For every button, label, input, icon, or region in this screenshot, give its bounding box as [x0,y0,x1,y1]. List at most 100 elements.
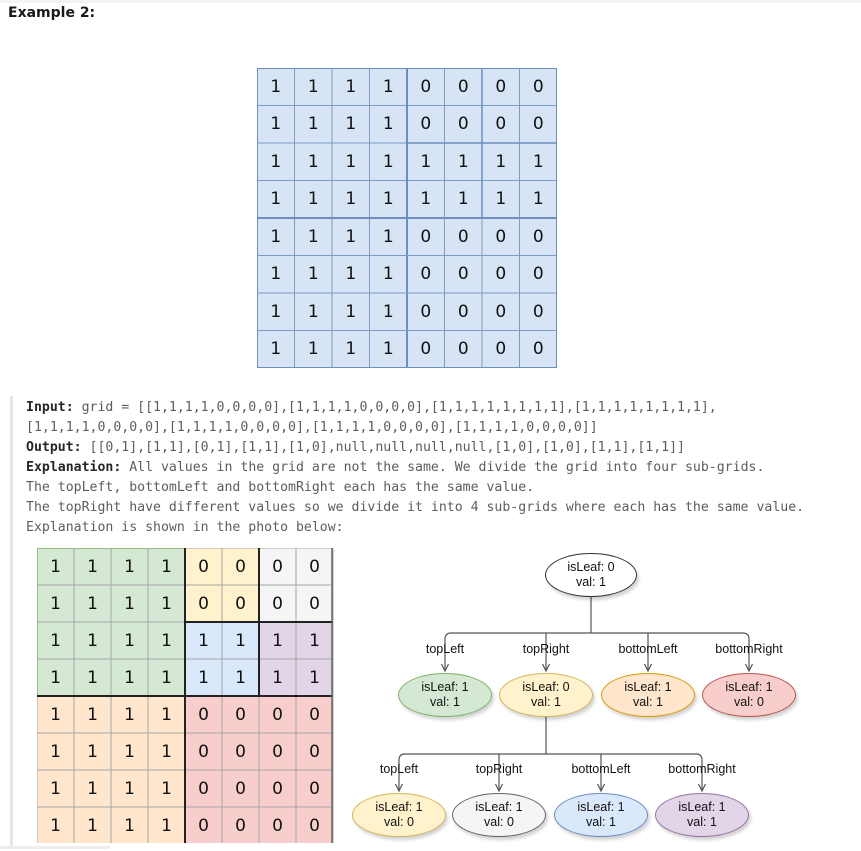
edge-label: bottomRight [668,762,736,776]
grid-cell: 0 [222,733,259,770]
grid-cell: 1 [294,218,332,256]
grid-cell: 1 [37,733,74,770]
grid-cell: 1 [257,293,295,331]
grid-cell: 0 [296,770,333,807]
grid-cell: 0 [444,293,482,331]
node-val-text: val: 1 [687,815,717,829]
grid-cell: 1 [332,105,370,143]
grid-cell: 0 [407,68,445,106]
explanation-line-4: Explanation is shown in the photo below: [26,520,344,535]
grid-cell: 1 [294,255,332,293]
grid-cell: 1 [74,770,111,807]
grid-cell: 0 [222,585,259,622]
explanation-line-3: The topRight have different values so we… [26,500,805,515]
example-heading: Example 2: [8,5,96,21]
node-val-text: val: 1 [531,695,561,709]
grid-cell: 0 [185,696,222,733]
grid-cell: 1 [111,733,148,770]
grid-cell: 1 [148,770,185,807]
grid-cell: 1 [257,68,295,106]
grid-cell: 0 [407,255,445,293]
node-val-text: val: 0 [384,815,414,829]
grid-cell: 0 [482,330,520,368]
grid-cell: 0 [259,733,296,770]
grid-cell: 0 [444,68,482,106]
grid-cell: 1 [257,330,295,368]
grid-cell: 1 [482,180,520,218]
node-isleaf-text: isLeaf: 1 [375,800,423,814]
top-divider [0,0,861,3]
grid-cell: 1 [37,770,74,807]
grid-cell: 0 [259,585,296,622]
grid-cell: 1 [148,807,185,843]
grid-cell: 1 [257,218,295,256]
grid-cell: 1 [369,68,407,106]
node-isleaf-text: isLeaf: 1 [678,800,726,814]
grid-cell: 1 [294,68,332,106]
input-label: Input: [26,400,74,415]
grid-cell: 0 [444,105,482,143]
explanation-line-1: Explanation: All values in the grid are … [26,460,764,475]
grid-cell: 0 [185,585,222,622]
grid-cell: 1 [148,622,185,659]
grid-cell: 0 [296,807,333,843]
node-isleaf-text: isLeaf: 0 [522,680,570,694]
output-label: Output: [26,440,82,455]
grid-cell: 1 [111,807,148,843]
grid-cell: 0 [296,548,333,585]
grid-cell: 0 [185,807,222,843]
node-val-text: val: 0 [484,815,514,829]
grid-cell: 0 [222,548,259,585]
grid-cell: 1 [332,255,370,293]
grid-cell: 1 [222,659,259,696]
grid-cell: 1 [407,180,445,218]
node-val-text: val: 1 [586,815,616,829]
grid-cell: 0 [185,770,222,807]
grid-cell: 1 [257,143,295,181]
grid-cell: 1 [111,585,148,622]
explanation-label: Explanation: [26,460,122,475]
grid-cell: 0 [519,68,557,106]
grid-cell: 1 [369,330,407,368]
grid-cell: 1 [111,548,148,585]
node-isleaf-text: isLeaf: 1 [475,800,523,814]
grid-cell: 0 [482,255,520,293]
edge-label: topLeft [425,642,465,656]
grid-cell: 1 [407,143,445,181]
grid-cell: 0 [444,218,482,256]
grid-cell: 1 [222,622,259,659]
grid-cell: 0 [259,548,296,585]
grid-cell: 1 [37,622,74,659]
grid-cell: 0 [482,218,520,256]
bottom-scroll-hint [0,846,110,849]
grid-cell: 1 [332,180,370,218]
grid-cell: 1 [74,807,111,843]
grid-cell: 0 [519,105,557,143]
grid-cell: 1 [185,622,222,659]
edge-label: bottomLeft [571,762,631,776]
grid-cell: 1 [257,180,295,218]
grid-cell: 1 [369,143,407,181]
grid-cell: 1 [444,143,482,181]
grid-cell: 0 [259,696,296,733]
node-isleaf-text: isLeaf: 1 [725,680,773,694]
grid-cell: 0 [482,105,520,143]
grid-cell: 1 [519,180,557,218]
node-isleaf-text: isLeaf: 0 [567,560,615,574]
node-val-text: val: 1 [633,695,663,709]
grid-cell: 1 [332,218,370,256]
grid-cell: 1 [74,622,111,659]
grid-cell: 1 [37,696,74,733]
node-isleaf-text: isLeaf: 1 [624,680,672,694]
grid-cell: 1 [482,143,520,181]
input-line-1: Input: grid = [[1,1,1,1,0,0,0,0],[1,1,1,… [26,400,717,415]
grid-cell: 1 [74,548,111,585]
edge-label: topRight [475,762,523,776]
node-val-text: val: 0 [734,695,764,709]
grid-cell: 0 [259,770,296,807]
grid-cell: 1 [74,659,111,696]
